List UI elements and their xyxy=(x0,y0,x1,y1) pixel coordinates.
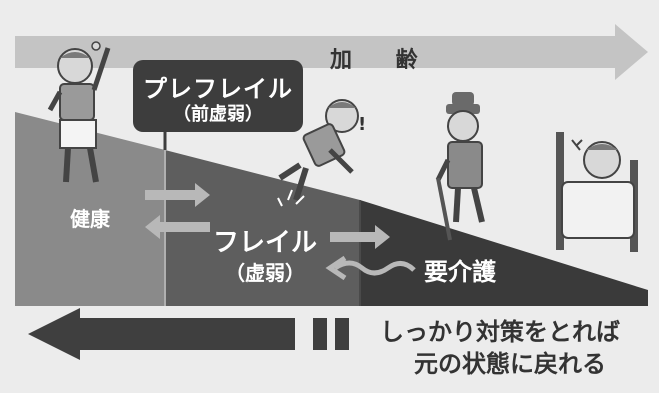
arrow-dash xyxy=(313,318,327,350)
elder-with-cane-icon xyxy=(435,92,485,241)
stage-care xyxy=(360,200,648,306)
stumbling-elder-icon: ! xyxy=(277,99,366,207)
recovery-arrow xyxy=(28,308,295,360)
stage-healthy xyxy=(15,112,165,306)
arrow-dash xyxy=(335,318,349,350)
aging-label: 加 齢 xyxy=(330,48,436,73)
message-line-1: しっかり対策をとれば xyxy=(380,318,620,346)
prefrail-title: プレフレイル xyxy=(143,75,293,103)
recover-arrow xyxy=(145,215,210,239)
svg-text:!: ! xyxy=(358,114,366,135)
prefrail-callout xyxy=(133,60,303,132)
stage-frail xyxy=(165,150,360,306)
recover-arrow xyxy=(325,255,347,281)
healthy-label: 健康 xyxy=(70,207,110,231)
exercising-elder-icon xyxy=(47,41,111,183)
progress-arrow xyxy=(145,183,210,207)
care-label: 要介護 xyxy=(424,258,496,286)
progress-arrow xyxy=(330,225,390,249)
message-line-2: 元の状態に戻れる xyxy=(414,350,606,378)
wavy-recover-line xyxy=(333,260,416,276)
frail-title: フレイル xyxy=(212,228,317,258)
prefrail-subtitle: （前虚弱） xyxy=(173,104,263,125)
frail-subtitle: （虚弱） xyxy=(225,261,305,285)
bedridden-elder-icon xyxy=(556,132,638,252)
